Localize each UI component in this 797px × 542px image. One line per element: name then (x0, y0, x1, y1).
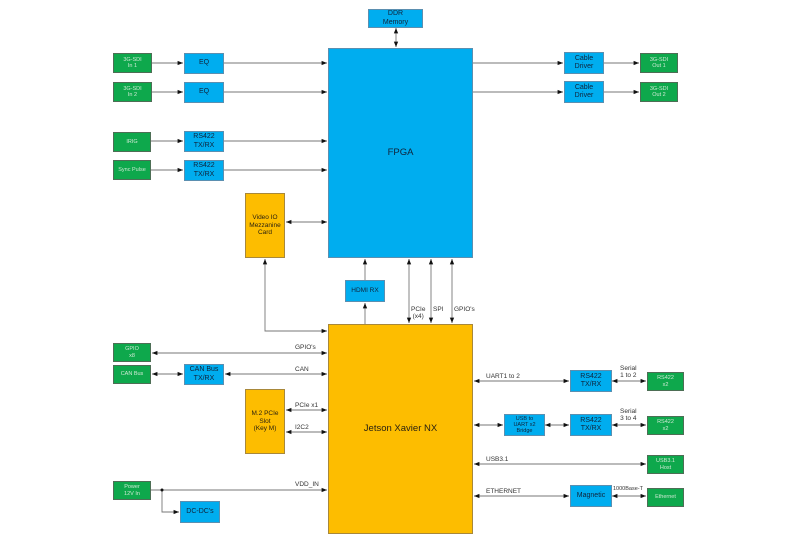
rs422-x2-a-block: RS422 x2 (647, 372, 684, 391)
usb-uart-bridge-block: USB to UART x2 Bridge (504, 414, 545, 436)
sdi-out-1-block: 3G-SDI Out 1 (640, 53, 678, 73)
can-bus-block: CAN Bus (113, 365, 151, 384)
sdi-in-2-block: 3G-SDI In 2 (113, 82, 152, 102)
fpga-block: FPGA (328, 48, 473, 258)
spi-label: SPI (433, 306, 444, 313)
uart-label: UART1 to 2 (486, 373, 520, 380)
eq-2-block: EQ (184, 82, 224, 103)
sdi-out-2-block: 3G-SDI Out 2 (640, 82, 678, 102)
rs422-sync-block: RS422 TX/RX (184, 160, 224, 181)
serial-1-2-label: Serial 1 to 2 (620, 365, 637, 380)
serial-3-4-label: Serial 3 to 4 (620, 408, 637, 423)
vdd-in-label: VDD_IN (295, 481, 319, 488)
can-bus-txrx-block: CAN Bus TX/RX (184, 364, 224, 385)
magnetic-block: Magnetic (570, 485, 612, 507)
eq-1-block: EQ (184, 53, 224, 74)
hdmi-rx-block: HDMI RX (345, 280, 385, 302)
ethernet-block: Ethernet (647, 488, 684, 507)
irig-block: IRIG (113, 132, 151, 152)
gpios-top-label: GPIO's (454, 306, 475, 313)
gpios-label: GPIO's (295, 344, 316, 351)
i2c2-label: I2C2 (295, 424, 309, 431)
rs422-irig-block: RS422 TX/RX (184, 131, 224, 152)
sdi-in-1-block: 3G-SDI In 1 (113, 53, 152, 73)
pcie-x4-label: PCIe (x4) (411, 306, 426, 321)
usb31-label: USB3.1 (486, 456, 509, 463)
rs422-txrx-a-block: RS422 TX/RX (570, 370, 612, 392)
power-12v-block: Power 12V In (113, 481, 151, 500)
cable-driver-2-block: Cable Driver (564, 81, 604, 103)
rs422-txrx-b-block: RS422 TX/RX (570, 414, 612, 436)
video-io-mezzanine-block: Video IO Mezzanine Card (245, 193, 285, 258)
dc-dc-block: DC-DC's (180, 501, 220, 523)
cable-driver-1-block: Cable Driver (564, 52, 604, 74)
pcie-x1-label: PCIe x1 (295, 402, 319, 409)
jetson-xavier-nx-block: Jetson Xavier NX (328, 324, 473, 534)
1000base-t-label: 1000Base-T (613, 486, 643, 492)
ddr-memory-block: DDR Memory (368, 9, 423, 28)
gpio-x8-block: GPIO x8 (113, 343, 151, 362)
sync-pulse-block: Sync Pulse (113, 160, 151, 180)
m2-pcie-slot-block: M.2 PCIe Slot (Key M) (245, 389, 285, 454)
rs422-x2-b-block: RS422 x2 (647, 416, 684, 435)
ethernet-label: ETHERNET (486, 488, 522, 495)
usb3-host-block: USB3.1 Host (647, 455, 684, 474)
can-label: CAN (295, 366, 309, 373)
